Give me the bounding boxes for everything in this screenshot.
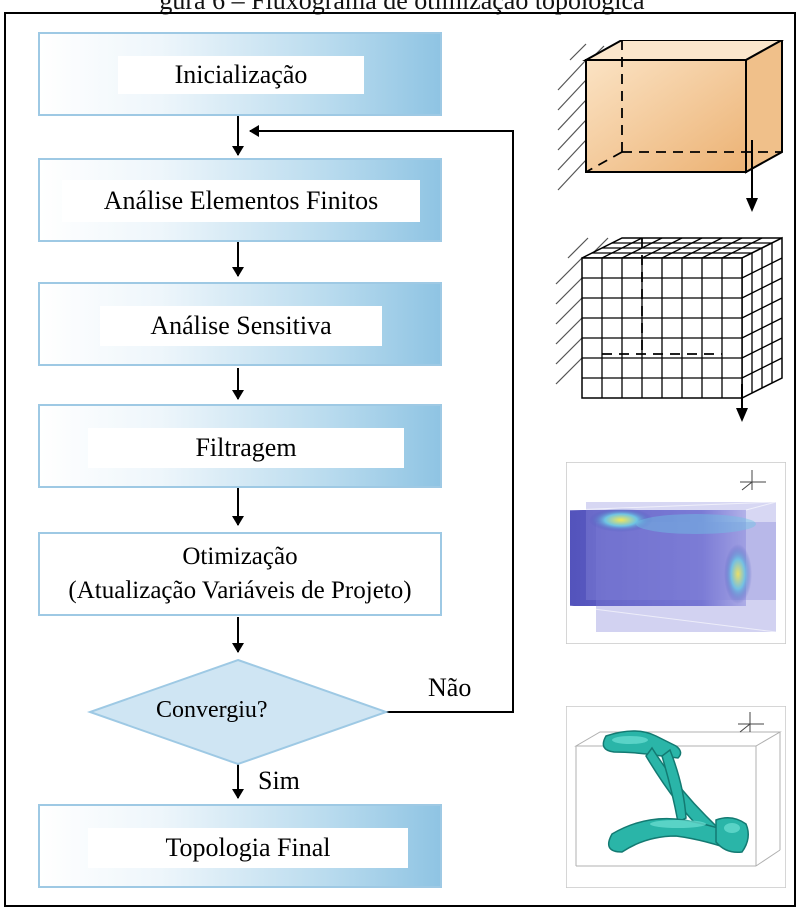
step-sensitivity-label: Análise Sensitiva [100,306,382,346]
optimized-topology-icon [566,706,786,888]
step-fea-label: Análise Elementos Finitos [62,180,420,222]
decision-diamond [86,658,390,766]
finite-element-mesh-icon [555,236,783,422]
step-optimization-label: Otimização [182,543,298,570]
feedback-loop-line [249,125,514,713]
decision-no-label: Não [428,673,472,702]
step-final-label: Topologia Final [88,828,408,868]
step-optimization: Otimização (Atualização Variáveis de Pro… [38,532,442,616]
design-domain-box-icon [557,40,785,212]
step-finite-element-analysis: Análise Elementos Finitos [38,158,442,242]
step-optimization-sublabel: (Atualização Variáveis de Projeto) [68,577,412,604]
figure-frame [4,12,796,907]
step-sensitivity-analysis: Análise Sensitiva [38,282,442,366]
density-field-render-icon [566,462,786,644]
step-filtering: Filtragem [38,404,442,488]
step-initialization: Inicialização [38,32,442,116]
step-initialization-label: Inicialização [118,56,364,94]
decision-label: Convergiu? [156,697,268,723]
step-optimization-text: Otimização (Atualização Variáveis de Pro… [40,534,440,614]
decision-yes-label: Sim [258,766,300,795]
step-final-topology: Topologia Final [38,804,442,888]
step-filtering-label: Filtragem [88,428,404,468]
figure-caption: gura 6 – Fluxograma de otimização topoló… [159,0,645,15]
